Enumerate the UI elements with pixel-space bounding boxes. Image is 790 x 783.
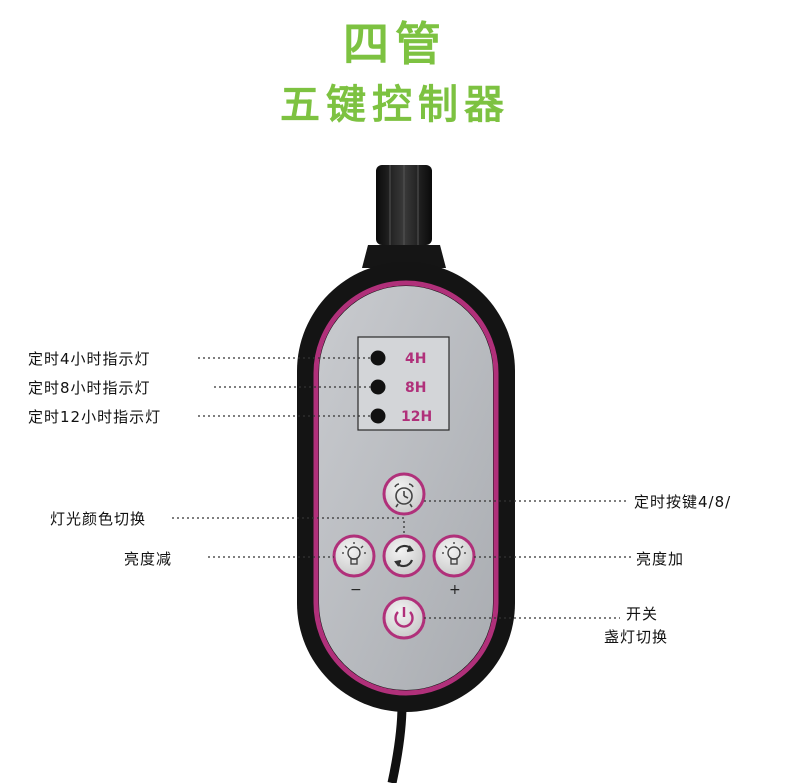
annotation-12h: 定时12小时指示灯 <box>28 408 162 426</box>
indicator-led-12h <box>370 408 386 424</box>
timer-button[interactable] <box>382 472 426 516</box>
cycle-arrows-icon <box>394 544 414 568</box>
indicator-led-4h <box>370 350 386 366</box>
annotation-4h: 定时4小时指示灯 <box>28 350 151 368</box>
panel-bezel <box>313 280 499 696</box>
color-switch-button[interactable] <box>382 534 426 578</box>
bulb-icon <box>442 542 466 565</box>
brightness-down-button[interactable] <box>332 534 376 578</box>
indicator-label-8h: 8H <box>405 380 426 396</box>
bulb-icon <box>342 542 366 565</box>
annotation-8h: 定时8小时指示灯 <box>28 379 151 397</box>
bottom-cable <box>387 704 407 783</box>
leader-lines <box>172 357 632 619</box>
annotation-brightness-up: 亮度加 <box>636 550 685 568</box>
plus-sign: + <box>449 582 461 598</box>
power-icon <box>394 607 414 628</box>
indicator-label-12h: 12H <box>401 409 432 425</box>
indicator-label-4h: 4H <box>405 351 426 367</box>
annotation-brightness-down: 亮度减 <box>124 550 173 568</box>
annotation-power-line2: 盏灯切换 <box>604 628 669 646</box>
power-button[interactable] <box>382 596 426 640</box>
annotation-timer: 定时按键4/8/ <box>634 493 732 511</box>
title-line-1: 四管 <box>343 17 447 71</box>
alarm-clock-icon <box>394 483 414 508</box>
minus-sign: − <box>350 582 362 598</box>
brightness-up-button[interactable] <box>432 534 476 578</box>
annotation-power-line1: 开关 <box>626 605 659 623</box>
annotation-color-switch: 灯光颜色切换 <box>50 510 147 528</box>
title-line-2: 五键控制器 <box>280 82 510 128</box>
top-cable <box>362 165 446 268</box>
indicator-led-8h <box>370 379 386 395</box>
